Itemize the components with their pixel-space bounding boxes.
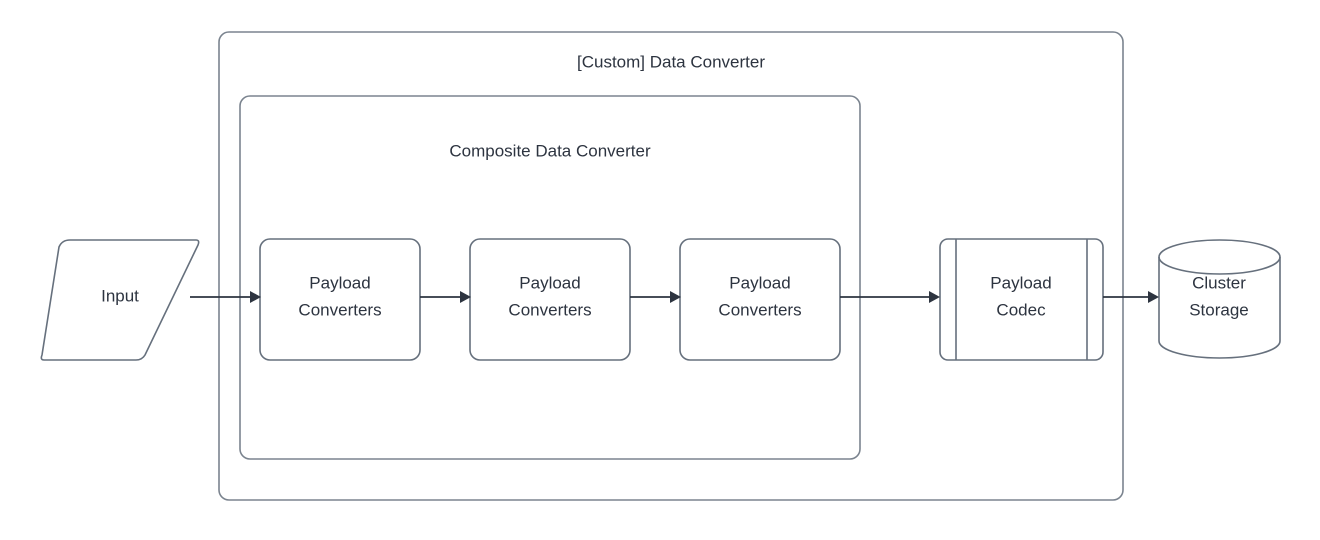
node-payload-converters-2[interactable]: Payload Converters bbox=[469, 238, 631, 361]
cluster-storage-cylinder-top bbox=[1158, 256, 1281, 275]
arrowhead-input-to-converter-1 bbox=[250, 291, 261, 303]
payload-codec-label-line1: Payload bbox=[990, 273, 1051, 292]
node-input[interactable]: Input bbox=[40, 239, 200, 361]
payload-codec-box bbox=[939, 238, 1104, 361]
payload-converters-1-label-line1: Payload bbox=[309, 273, 370, 292]
node-payload-codec[interactable]: Payload Codec bbox=[939, 238, 1104, 361]
node-payload-converters-1[interactable]: Payload Converters bbox=[259, 238, 421, 361]
payload-converters-2-box bbox=[469, 238, 631, 361]
payload-converters-2-label-line2: Converters bbox=[508, 300, 591, 319]
payload-codec-label-line2: Codec bbox=[996, 300, 1046, 319]
cluster-storage-cylinder-body bbox=[1158, 239, 1281, 359]
input-label: Input bbox=[101, 286, 139, 305]
cluster-storage-label-line2: Storage bbox=[1189, 300, 1249, 319]
edge-input-to-converter-1 bbox=[190, 291, 261, 303]
payload-converters-2-label-line1: Payload bbox=[519, 273, 580, 292]
cluster-storage-label-line1: Cluster bbox=[1192, 273, 1246, 292]
node-payload-converters-3[interactable]: Payload Converters bbox=[679, 238, 841, 361]
composite-data-converter-label: Composite Data Converter bbox=[449, 141, 651, 160]
edge-converter-3-to-codec bbox=[840, 291, 940, 303]
composite-data-converter-border bbox=[239, 95, 861, 460]
edge-converter-1-to-2 bbox=[420, 291, 471, 303]
arrowhead-converter-3-to-codec bbox=[929, 291, 940, 303]
arrowhead-codec-to-cluster-storage bbox=[1148, 291, 1159, 303]
arrowhead-converter-1-to-2 bbox=[460, 291, 471, 303]
payload-converters-3-box bbox=[679, 238, 841, 361]
node-cluster-storage[interactable]: Cluster Storage bbox=[1158, 239, 1281, 359]
container-custom-data-converter[interactable]: [Custom] Data Converter bbox=[218, 31, 1124, 501]
edge-converter-2-to-3 bbox=[630, 291, 681, 303]
container-composite-data-converter[interactable]: Composite Data Converter bbox=[239, 95, 861, 460]
payload-converters-1-box bbox=[259, 238, 421, 361]
input-parallelogram bbox=[40, 239, 200, 361]
edge-codec-to-cluster-storage bbox=[1103, 291, 1159, 303]
payload-converters-1-label-line2: Converters bbox=[298, 300, 381, 319]
custom-data-converter-border bbox=[218, 31, 1124, 501]
arrowhead-converter-2-to-3 bbox=[670, 291, 681, 303]
payload-converters-3-label-line1: Payload bbox=[729, 273, 790, 292]
custom-data-converter-label: [Custom] Data Converter bbox=[577, 52, 765, 71]
payload-converters-3-label-line2: Converters bbox=[718, 300, 801, 319]
